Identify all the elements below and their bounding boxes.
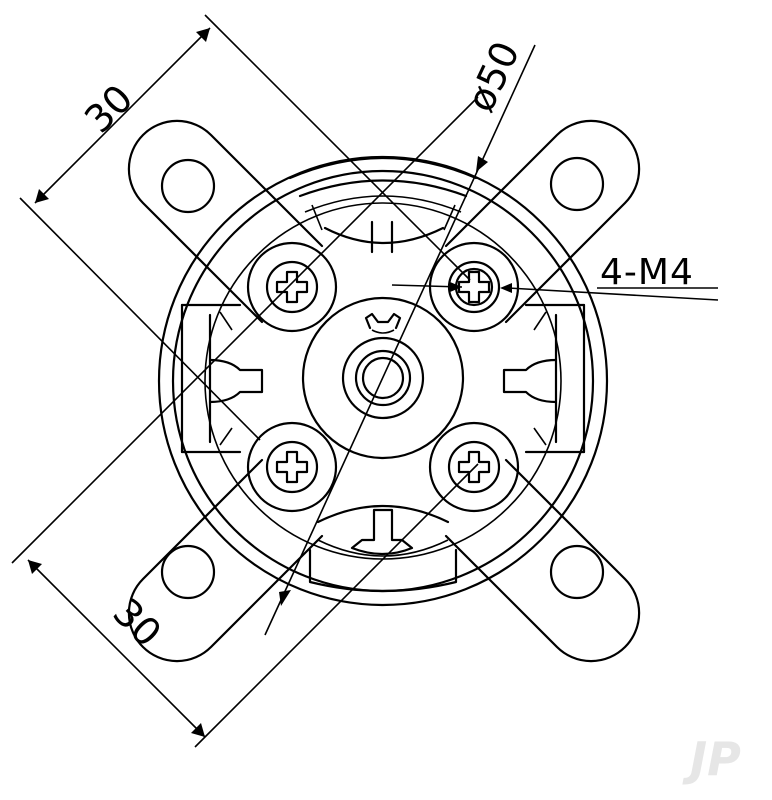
dimension-label-top: 30 xyxy=(76,76,141,141)
bottom-vent xyxy=(308,504,458,593)
screw xyxy=(246,421,338,513)
shaft xyxy=(341,312,425,420)
dimension-bottom-30: 30 xyxy=(11,96,479,748)
screw xyxy=(428,421,520,513)
corner-holes xyxy=(160,156,605,600)
cross-hub xyxy=(301,296,465,460)
thread-label: 4-M4 xyxy=(600,252,694,293)
left-vent xyxy=(180,303,264,454)
corner-hole xyxy=(549,156,605,212)
mount-plate-outline xyxy=(127,119,641,663)
dimension-diameter: ø50 xyxy=(264,35,536,636)
corner-hole xyxy=(160,544,216,600)
corner-hole xyxy=(160,158,216,214)
thread-callout: 4-M4 xyxy=(391,252,719,301)
right-vent xyxy=(502,303,586,454)
corner-hole xyxy=(549,544,605,600)
motor-body xyxy=(157,155,609,607)
watermark-logo: JP xyxy=(682,732,741,786)
screw xyxy=(246,241,338,333)
top-vent xyxy=(288,156,478,254)
